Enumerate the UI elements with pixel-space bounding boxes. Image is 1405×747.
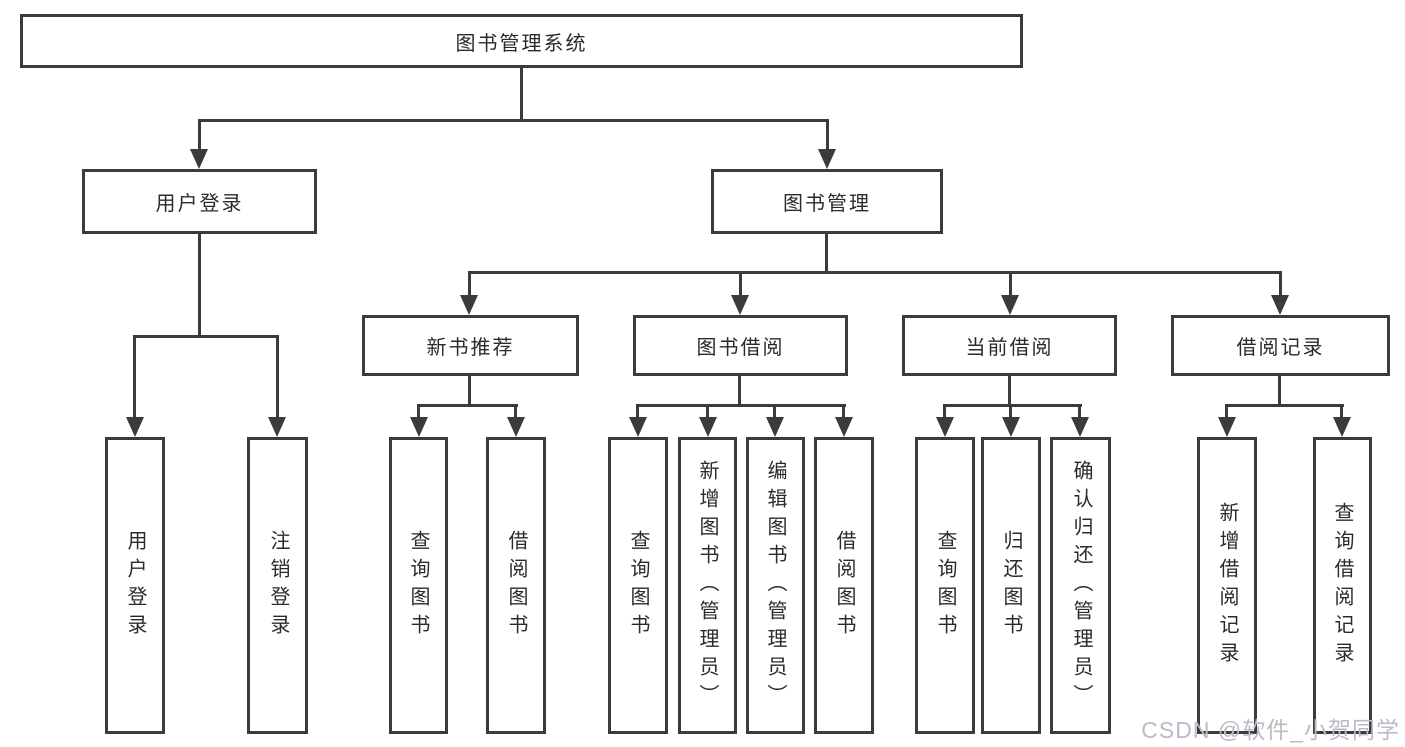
connector-line bbox=[1009, 271, 1012, 297]
connector-line bbox=[739, 271, 742, 297]
arrowhead-down-icon bbox=[818, 149, 836, 169]
arrowhead-down-icon bbox=[410, 417, 428, 437]
leaf-query-borrow-record: 查询借阅记录 bbox=[1313, 437, 1372, 734]
connector-line bbox=[943, 404, 1082, 407]
arrowhead-down-icon bbox=[766, 417, 784, 437]
connector-line bbox=[738, 376, 741, 406]
connector-line bbox=[514, 404, 517, 423]
node-book-management: 图书管理 bbox=[711, 169, 943, 234]
connector-line bbox=[636, 404, 846, 407]
node-root-library-management-system: 图书管理系统 bbox=[20, 14, 1023, 68]
leaf-borrow-books-recommend: 借阅图书 bbox=[486, 437, 546, 734]
arrowhead-down-icon bbox=[1218, 417, 1236, 437]
arrowhead-down-icon bbox=[268, 417, 286, 437]
arrowhead-down-icon bbox=[835, 417, 853, 437]
node-user-login: 用户登录 bbox=[82, 169, 317, 234]
leaf-query-books-recommend: 查询图书 bbox=[389, 437, 448, 734]
connector-line bbox=[198, 234, 201, 337]
connector-line bbox=[417, 404, 420, 423]
connector-line bbox=[1225, 404, 1228, 423]
connector-line bbox=[198, 119, 829, 122]
leaf-query-books-borrow: 查询图书 bbox=[608, 437, 668, 734]
arrowhead-down-icon bbox=[629, 417, 647, 437]
connector-line bbox=[1279, 271, 1282, 297]
csdn-watermark: CSDN @软件_小贺同学 bbox=[1141, 717, 1400, 743]
connector-line bbox=[943, 404, 946, 423]
node-book-borrowing: 图书借阅 bbox=[633, 315, 848, 376]
connector-line bbox=[825, 234, 828, 273]
node-current-borrowing: 当前借阅 bbox=[902, 315, 1117, 376]
connector-line bbox=[1009, 404, 1012, 423]
arrowhead-down-icon bbox=[507, 417, 525, 437]
arrowhead-down-icon bbox=[126, 417, 144, 437]
arrowhead-down-icon bbox=[190, 149, 208, 169]
connector-line bbox=[1078, 404, 1081, 423]
connector-line bbox=[134, 335, 279, 338]
connector-line bbox=[468, 271, 1281, 274]
leaf-user-login: 用户登录 bbox=[105, 437, 165, 734]
connector-line bbox=[1008, 376, 1011, 406]
leaf-add-books-admin: 新增图书（管理员） bbox=[678, 437, 737, 734]
connector-line bbox=[1278, 376, 1281, 406]
leaf-logout: 注销登录 bbox=[247, 437, 308, 734]
arrowhead-down-icon bbox=[1002, 417, 1020, 437]
leaf-add-borrow-record: 新增借阅记录 bbox=[1197, 437, 1257, 734]
connector-line bbox=[636, 404, 639, 423]
leaf-edit-books-admin: 编辑图书（管理员） bbox=[746, 437, 805, 734]
arrowhead-down-icon bbox=[936, 417, 954, 437]
arrowhead-down-icon bbox=[460, 295, 478, 315]
connector-line bbox=[1340, 404, 1343, 423]
leaf-query-books-current: 查询图书 bbox=[915, 437, 975, 734]
arrowhead-down-icon bbox=[1071, 417, 1089, 437]
arrowhead-down-icon bbox=[1271, 295, 1289, 315]
connector-line bbox=[417, 404, 518, 407]
connector-line bbox=[468, 376, 471, 406]
connector-line bbox=[468, 271, 471, 297]
leaf-borrow-books: 借阅图书 bbox=[814, 437, 874, 734]
arrowhead-down-icon bbox=[731, 295, 749, 315]
arrowhead-down-icon bbox=[1001, 295, 1019, 315]
connector-line bbox=[198, 119, 201, 153]
connector-line bbox=[133, 335, 136, 423]
arrowhead-down-icon bbox=[699, 417, 717, 437]
leaf-confirm-return-admin: 确认归还（管理员） bbox=[1050, 437, 1111, 734]
leaf-return-books: 归还图书 bbox=[981, 437, 1041, 734]
node-new-book-recommendation: 新书推荐 bbox=[362, 315, 579, 376]
connector-line bbox=[1225, 404, 1344, 407]
connector-line bbox=[706, 404, 709, 423]
node-borrowing-records: 借阅记录 bbox=[1171, 315, 1390, 376]
connector-line bbox=[520, 68, 523, 120]
connector-line bbox=[276, 335, 279, 423]
arrowhead-down-icon bbox=[1333, 417, 1351, 437]
connector-line bbox=[826, 119, 829, 153]
connector-line bbox=[773, 404, 776, 423]
connector-line bbox=[842, 404, 845, 423]
